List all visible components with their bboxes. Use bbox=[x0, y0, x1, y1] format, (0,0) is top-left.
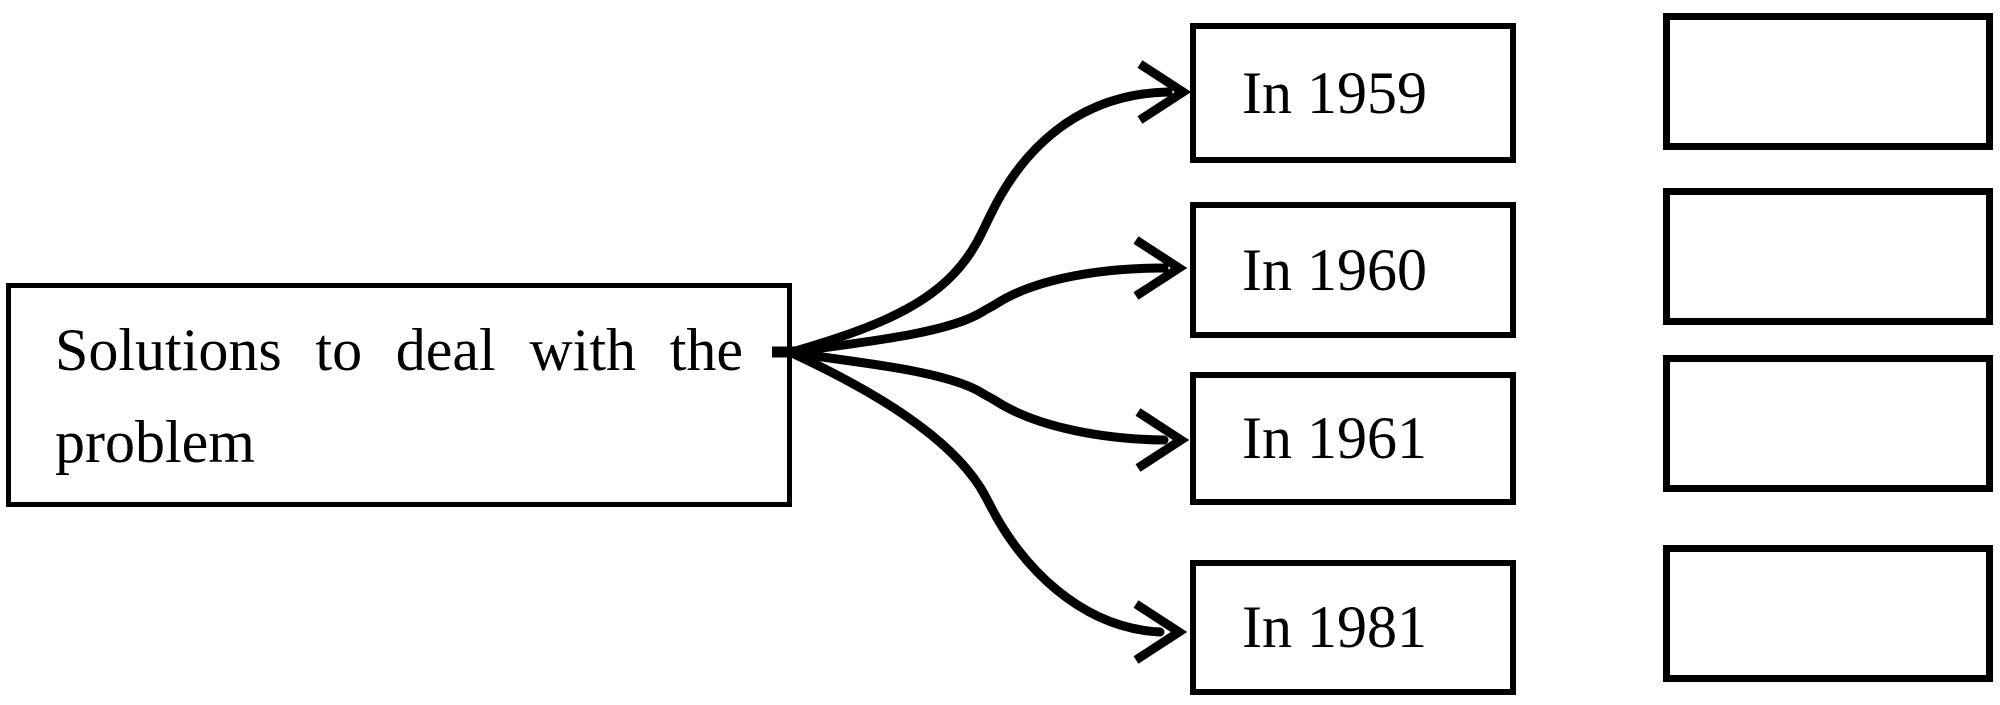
arrowhead-1959-icon bbox=[1137, 60, 1192, 124]
arrowhead-1960-icon bbox=[1133, 236, 1188, 300]
year-box-1960: In 1960 bbox=[1190, 202, 1516, 338]
year-box-1959-label: In 1959 bbox=[1242, 59, 1427, 126]
arrowhead-1981-icon bbox=[1133, 600, 1188, 664]
source-box: Solutions to deal with the problem bbox=[6, 283, 792, 507]
year-box-1961: In 1961 bbox=[1190, 372, 1516, 505]
year-box-1959: In 1959 bbox=[1190, 23, 1516, 163]
source-box-text-line1: Solutions to deal with the bbox=[55, 317, 743, 383]
arrowhead-1961-icon bbox=[1135, 408, 1190, 472]
year-box-1960-label: In 1960 bbox=[1242, 236, 1427, 303]
source-box-text-line2: problem bbox=[55, 409, 255, 475]
year-box-1981: In 1981 bbox=[1190, 560, 1516, 695]
arrow-to-1959 bbox=[787, 87, 1173, 357]
arrow-to-1981 bbox=[787, 348, 1165, 637]
answer-box-3 bbox=[1663, 355, 1993, 492]
answer-box-2 bbox=[1663, 188, 1993, 325]
answer-box-4 bbox=[1663, 545, 1993, 682]
answer-box-1 bbox=[1663, 13, 1993, 150]
year-box-1981-label: In 1981 bbox=[1242, 594, 1427, 660]
arrow-to-1960 bbox=[787, 263, 1169, 357]
arrow-to-1961 bbox=[787, 348, 1169, 445]
year-box-1961-label: In 1961 bbox=[1242, 405, 1427, 471]
